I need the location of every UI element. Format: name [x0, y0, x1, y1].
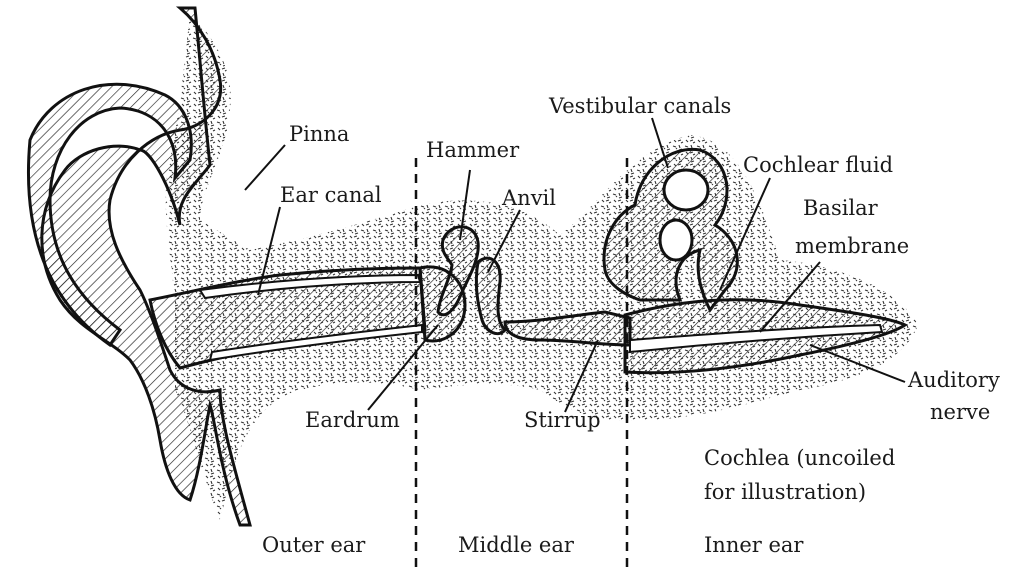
label-basilar-membrane-2: membrane	[795, 234, 909, 258]
label-cochlea-1: Cochlea (uncoiled	[704, 446, 895, 470]
label-auditory-nerve-2: nerve	[930, 400, 990, 424]
tissue-stipple	[166, 12, 918, 520]
label-eardrum: Eardrum	[305, 408, 400, 432]
label-stirrup: Stirrup	[524, 408, 601, 432]
label-anvil: Anvil	[502, 186, 556, 210]
label-pinna: Pinna	[289, 122, 349, 146]
label-cochlear-fluid: Cochlear fluid	[743, 153, 893, 177]
label-vestibular-canals: Vestibular canals	[549, 94, 731, 118]
label-ear-canal: Ear canal	[280, 183, 382, 207]
region-middle-ear: Middle ear	[458, 533, 574, 557]
region-inner-ear: Inner ear	[704, 533, 803, 557]
region-outer-ear: Outer ear	[262, 533, 365, 557]
label-auditory-nerve-1: Auditory	[908, 368, 1000, 392]
label-basilar-membrane-1: Basilar	[803, 196, 878, 220]
label-cochlea-2: for illustration)	[704, 480, 866, 504]
label-hammer: Hammer	[426, 138, 519, 162]
